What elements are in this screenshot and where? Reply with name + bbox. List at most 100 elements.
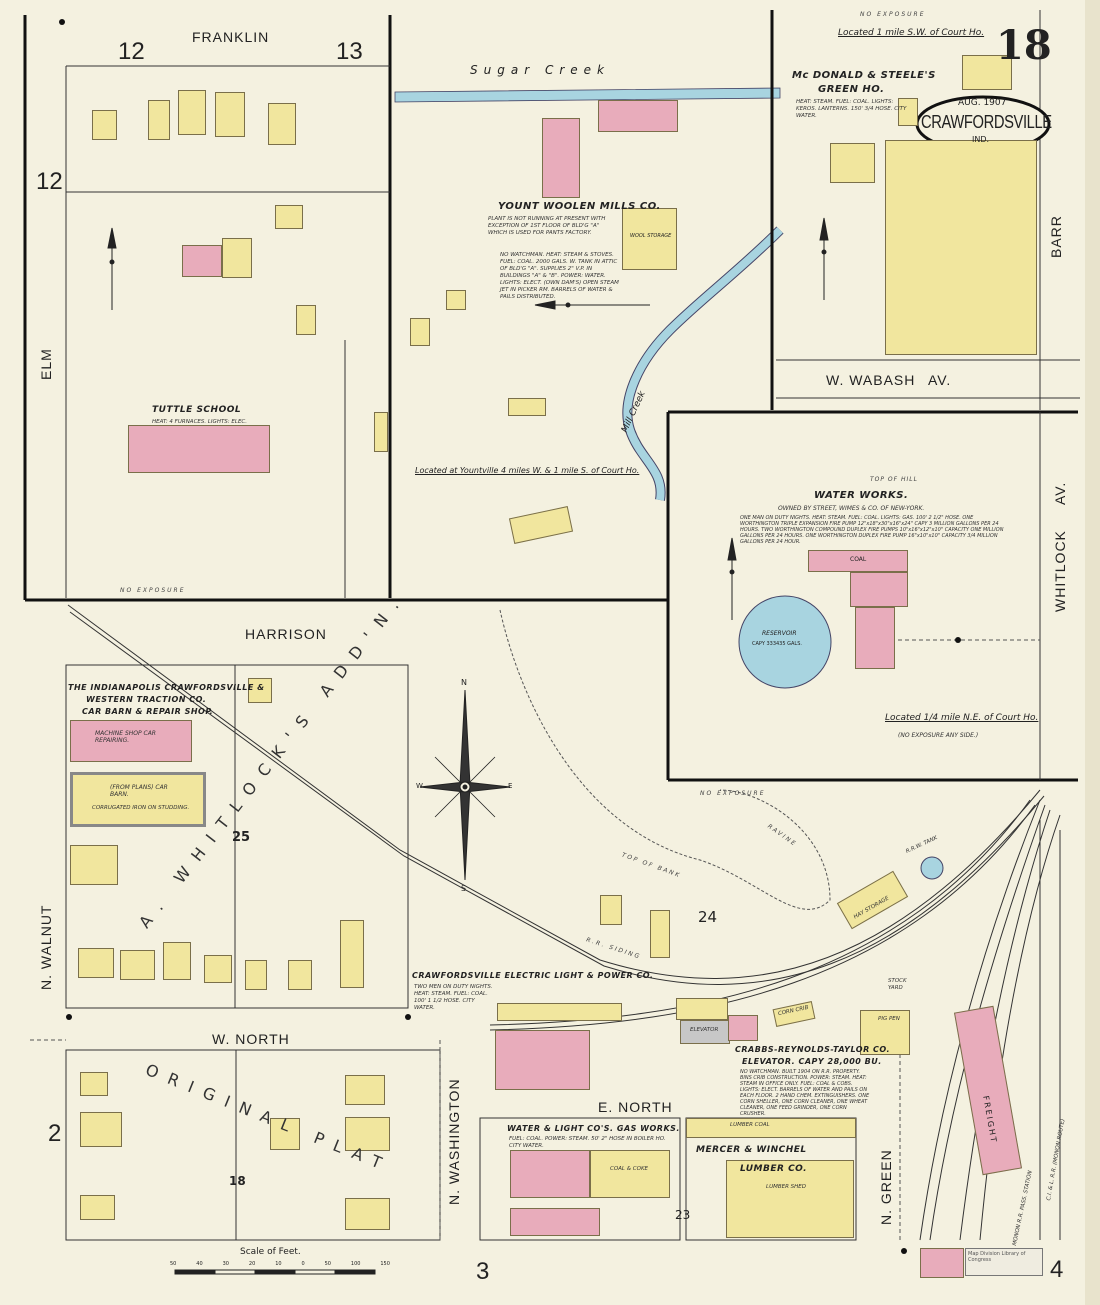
- sugar-creek: [394, 87, 781, 103]
- reservoir: [738, 595, 832, 689]
- street-harrison: HARRISON: [245, 626, 327, 642]
- no-exposure-label: NO EXPOSURE: [120, 587, 186, 594]
- block-number: 3: [476, 1258, 490, 1285]
- dwelling: [92, 110, 117, 140]
- crabbs-note: NO WATCHMAN. BUILT 1904 ON R.R. PROPERTY…: [740, 1069, 870, 1117]
- dwelling: [345, 1198, 390, 1230]
- woolen-mill-building-a: [542, 118, 580, 198]
- dwelling: [163, 942, 191, 980]
- sheet-number: 18: [996, 22, 1052, 69]
- reservoir-capacity: CAPY 333435 GALS.: [752, 641, 802, 647]
- wool-storage-label: WOOL STORAGE: [630, 233, 672, 239]
- sugar-creek-label: Sugar Creek: [470, 63, 610, 77]
- dwelling: [178, 90, 206, 135]
- depot-building: [920, 1248, 964, 1278]
- no-exposure-label: NO EXPOSURE: [700, 790, 766, 797]
- stock-yard-label: STOCK YARD: [888, 978, 907, 991]
- street-e-north: E. NORTH: [598, 1099, 673, 1115]
- dwelling: [410, 318, 430, 346]
- shed: [296, 305, 316, 335]
- elevator-shed: [676, 998, 728, 1020]
- traction-title-1: THE INDIANAPOLIS CRAWFORDSVILLE &: [68, 683, 265, 692]
- dwelling: [268, 103, 296, 145]
- dwelling: [650, 910, 670, 958]
- yount-mills-title: YOUNT WOOLEN MILLS CO.: [498, 201, 661, 212]
- city-name: CRAWFORDSVILLE: [921, 112, 1052, 132]
- north-arrow-icon: [107, 217, 829, 620]
- block-number: 12: [36, 168, 63, 195]
- car-barn-note: CORRUGATED IRON ON STUDDING.: [92, 805, 190, 811]
- hydrant-markers: [59, 19, 961, 1254]
- block-number: 12: [118, 38, 145, 65]
- electric-co-title: CRAWFORDSVILLE ELECTRIC LIGHT & POWER CO…: [412, 971, 654, 980]
- machine-shop: [70, 720, 192, 762]
- gas-works-building: [510, 1208, 600, 1236]
- state-name: IND.: [972, 135, 990, 144]
- dwelling: [80, 1112, 122, 1147]
- top-of-hill-label: TOP OF HILL: [870, 476, 918, 483]
- scale-tick: 100: [350, 1261, 361, 1267]
- lumber-shed: [726, 1160, 854, 1238]
- gas-works-title: WATER & LIGHT CO'S. GAS WORKS.: [507, 1124, 680, 1133]
- woolen-mill-building-b: [598, 100, 678, 132]
- dwelling: [446, 290, 466, 310]
- stamp-text: Map Division Library of Congress: [968, 1251, 1026, 1263]
- waterworks-owner: OWNED BY STREET, WIMES & CO. OF NEW-YORK…: [778, 505, 925, 512]
- dwelling: [80, 1072, 108, 1096]
- gas-works-retort-house: [510, 1150, 590, 1198]
- yount-mills-details: NO WATCHMAN. HEAT: STEAM & STOVES. FUEL:…: [500, 252, 619, 300]
- elevator-label: ELEVATOR: [690, 1027, 719, 1033]
- engine-house: [728, 1015, 758, 1041]
- block-number: 2: [48, 1120, 62, 1147]
- street-whitlock: WHITLOCK: [1052, 530, 1068, 612]
- dwelling: [78, 948, 114, 978]
- pig-pen: [860, 1010, 910, 1055]
- ravine-bank: [499, 609, 831, 910]
- waterworks-location: Located 1/4 mile N.E. of Court Ho.: [885, 713, 1039, 723]
- rr-water-tank: [920, 856, 944, 880]
- shed: [275, 205, 303, 229]
- coal-label: COAL: [850, 556, 867, 563]
- block-number: 13: [336, 38, 363, 65]
- greenhouse-note: HEAT: STEAM. FUEL: COAL. LIGHTS: KEROS. …: [796, 99, 907, 119]
- mill-creek: [623, 227, 783, 501]
- machine-shop-label: MACHINE SHOP CAR REPAIRING.: [95, 730, 156, 744]
- crabbs-title: CRABBS-REYNOLDS-TAYLOR CO.: [735, 1045, 891, 1054]
- compass-south: S: [461, 884, 467, 893]
- street-n-walnut: N. WALNUT: [38, 904, 54, 990]
- scale-tick: 0: [301, 1261, 305, 1267]
- waterworks-note: ONE MAN ON DUTY NIGHTS. HEAT: STEAM. FUE…: [740, 515, 1004, 545]
- coal-shed: [497, 1003, 622, 1021]
- coal-and-coke: [590, 1150, 670, 1198]
- scale-tick: 50: [324, 1261, 331, 1267]
- traction-title-2: WESTERN TRACTION CO.: [86, 695, 207, 704]
- greenhouse-title: Mc DONALD & STEELE'S: [792, 70, 936, 81]
- block-number: 23: [675, 1208, 691, 1222]
- tuttle-school-title: TUTTLE SCHOOL: [152, 405, 242, 415]
- shed: [898, 98, 918, 126]
- street-w-north: W. NORTH: [212, 1031, 290, 1047]
- block-number: 25: [232, 830, 251, 845]
- shed: [374, 412, 388, 452]
- street-elm: ELM: [38, 348, 54, 380]
- dwelling: [120, 950, 155, 980]
- compass-west: W: [416, 782, 423, 790]
- dwelling: [248, 678, 272, 703]
- waterworks-pump-house: [850, 572, 908, 607]
- office: [508, 398, 546, 416]
- waterworks-exposure: (NO EXPOSURE ANY SIDE.): [898, 732, 979, 739]
- lumber-shed-label: LUMBER SHED: [766, 1184, 806, 1190]
- compass-east: E: [508, 782, 513, 790]
- lumber-coal-shed: [686, 1118, 856, 1138]
- dwelling: [600, 895, 622, 925]
- street-franklin: FRANKLIN: [192, 29, 270, 45]
- scale-tick: 10: [275, 1261, 282, 1267]
- electric-power-house: [495, 1030, 590, 1090]
- car-barn-label: (FROM PLANS) CAR BARN.: [110, 784, 168, 798]
- dwelling: [80, 1195, 115, 1220]
- waterworks-title: WATER WORKS.: [814, 490, 909, 501]
- street-n-washington: N. WASHINGTON: [446, 1078, 462, 1205]
- yount-location: Located at Yountville 4 miles W. & 1 mil…: [415, 466, 640, 475]
- dwelling: [340, 920, 364, 988]
